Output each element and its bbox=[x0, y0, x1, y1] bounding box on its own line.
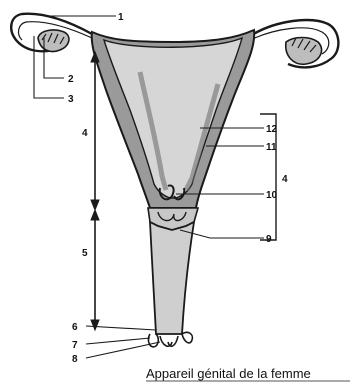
label-3: 3 bbox=[68, 94, 74, 105]
label-2: 2 bbox=[68, 74, 74, 85]
dimension-arrow-uterus bbox=[91, 52, 99, 210]
diagram-caption: Appareil génital de la femme bbox=[146, 366, 311, 381]
leader-6 bbox=[86, 326, 156, 330]
label-4-left: 4 bbox=[82, 128, 88, 139]
label-1: 1 bbox=[118, 12, 124, 23]
leader-8 bbox=[86, 342, 160, 358]
label-11: 11 bbox=[266, 142, 277, 153]
vagina bbox=[150, 222, 194, 334]
left-ovary bbox=[38, 30, 69, 52]
label-5: 5 bbox=[82, 248, 88, 259]
label-6: 6 bbox=[72, 322, 78, 333]
label-7: 7 bbox=[72, 340, 78, 351]
label-9: 9 bbox=[266, 234, 272, 245]
label-12: 12 bbox=[266, 124, 278, 135]
label-4-right: 4 bbox=[282, 174, 288, 185]
leader-7 bbox=[86, 338, 150, 344]
dimension-arrow-vagina bbox=[91, 210, 99, 330]
label-10: 10 bbox=[266, 190, 278, 201]
label-8: 8 bbox=[72, 354, 78, 365]
right-ovary bbox=[286, 38, 322, 65]
